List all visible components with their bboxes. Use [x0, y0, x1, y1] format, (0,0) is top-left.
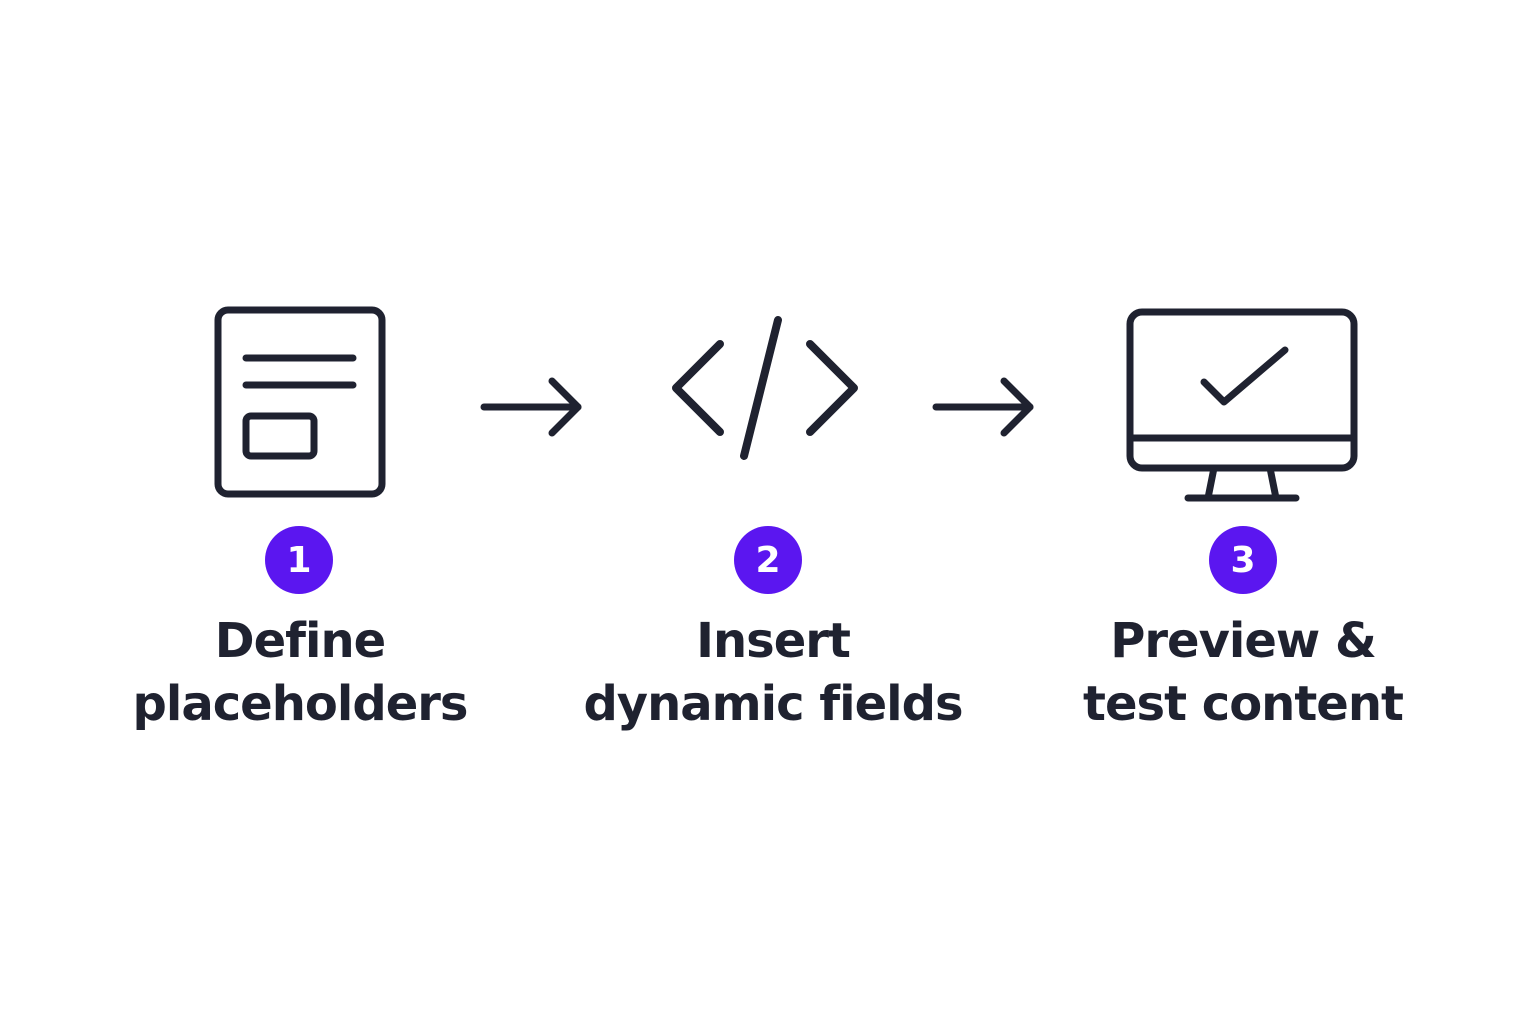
- step-3-badge: 3: [1209, 526, 1277, 594]
- step-1-label: Define placeholders: [90, 610, 510, 736]
- step-label-line: Define: [214, 613, 386, 669]
- step-3-label: Preview & test content: [1033, 610, 1453, 736]
- arrow-right-icon: [930, 376, 1040, 438]
- step-label-line: dynamic fields: [583, 676, 963, 732]
- step-2-label: Insert dynamic fields: [563, 610, 983, 736]
- monitor-check-icon: [1122, 304, 1362, 508]
- step-number: 3: [1230, 539, 1256, 581]
- step-label-line: placeholders: [132, 676, 469, 732]
- step-2-badge: 2: [734, 526, 802, 594]
- arrow-right-icon: [478, 376, 588, 438]
- step-label-line: Preview &: [1110, 613, 1377, 669]
- code-icon: [664, 312, 864, 468]
- step-1-badge: 1: [265, 526, 333, 594]
- document-icon: [210, 302, 390, 502]
- step-number: 2: [755, 539, 781, 581]
- step-label-line: test content: [1083, 676, 1404, 732]
- step-number: 1: [286, 539, 312, 581]
- step-label-line: Insert: [696, 613, 851, 669]
